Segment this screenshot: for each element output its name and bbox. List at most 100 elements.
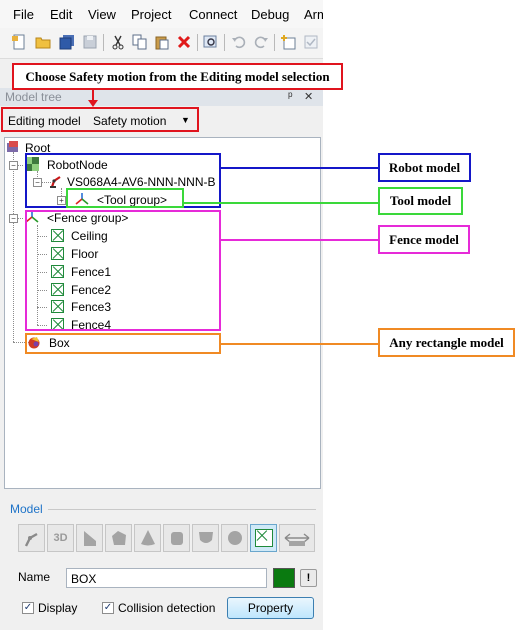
checker-node-icon [25, 157, 39, 171]
expander-fence-group[interactable]: − [9, 214, 18, 223]
robot-model-button[interactable] [18, 524, 45, 552]
editing-model-value: Safety motion [93, 114, 167, 128]
instruction-arrow [88, 90, 98, 107]
paste-icon[interactable] [152, 32, 172, 52]
copy-icon[interactable] [130, 32, 150, 52]
menu-arm[interactable]: Arm [304, 7, 323, 22]
new-file-icon[interactable] [9, 32, 29, 52]
robot-model-callout: Robot model [378, 153, 471, 182]
name-value: BOX [71, 572, 97, 586]
menu-project[interactable]: Project [131, 7, 172, 22]
fence-icon [51, 229, 64, 242]
tree-node-fence[interactable]: Ceiling [49, 228, 169, 244]
pin-icon[interactable]: ᵖ [288, 89, 293, 103]
collision-detection-checkbox[interactable]: ✓ [102, 602, 114, 614]
model-section-header: Model [10, 502, 43, 516]
property-button[interactable]: Property [227, 597, 314, 619]
check-item-icon[interactable] [301, 32, 321, 52]
tree-label-fence: Fence1 [71, 265, 112, 279]
rect-model-connector [221, 343, 378, 345]
close-icon[interactable]: ✕ [304, 91, 314, 103]
find-icon[interactable] [201, 32, 221, 52]
tree-node-fence[interactable]: Floor [49, 246, 169, 262]
tree-label-fence: Ceiling [71, 229, 108, 243]
model-tree-view: Root − RobotNode − VS068A4-AV6-NNN-NNN-B… [4, 137, 321, 489]
axes-icon [75, 193, 89, 205]
instruction-callout: Choose Safety motion from the Editing mo… [12, 63, 343, 90]
redo-icon[interactable] [251, 32, 271, 52]
fence-shape-button[interactable] [250, 524, 277, 552]
tree-node-fence[interactable]: Fence1 [49, 264, 169, 280]
add-item-icon[interactable] [279, 32, 299, 52]
tree-node-robot-node[interactable]: RobotNode [23, 157, 303, 173]
expander-robot[interactable]: − [33, 178, 42, 187]
menu-bar: File Edit View Project Connect Debug Arm [0, 0, 323, 28]
menu-connect[interactable]: Connect [189, 7, 238, 22]
info-button[interactable]: ! [300, 569, 317, 587]
rect-model-callout: Any rectangle model [378, 328, 515, 357]
editing-model-dropdown[interactable]: Safety motion ▼ [92, 112, 196, 130]
wedge-shape-button[interactable] [76, 524, 103, 552]
tree-label-root: Root [25, 141, 51, 155]
extend-shape-button[interactable] [279, 524, 315, 552]
display-label: Display [38, 601, 78, 615]
menu-view[interactable]: View [88, 7, 116, 22]
axes-icon [25, 211, 39, 223]
tree-node-root[interactable]: Root [5, 140, 305, 156]
fence-icon [51, 265, 64, 278]
tree-label-fence: Floor [71, 247, 99, 261]
tree-label-robot: VS068A4-AV6-NNN-NNN-B [67, 175, 216, 189]
model-section-divider [48, 509, 316, 510]
toolbar [0, 28, 323, 59]
tree-node-box[interactable]: Box [25, 335, 185, 351]
shield-shape-button[interactable] [192, 524, 219, 552]
fence-model-callout: Fence model [378, 225, 470, 254]
tree-node-fence[interactable]: Fence3 [49, 299, 169, 315]
delete-icon[interactable] [174, 32, 194, 52]
tool-model-connector [184, 202, 378, 204]
save-icon[interactable] [80, 32, 100, 52]
fence-model-highlight [25, 210, 221, 331]
tree-node-fence-group[interactable]: <Fence group> [25, 210, 225, 226]
sphere-shape-button[interactable] [221, 524, 248, 552]
robot-arm-icon [50, 176, 61, 188]
menu-debug[interactable]: Debug [251, 7, 290, 22]
tree-label-robot-node: RobotNode [47, 158, 108, 172]
tree-node-tool-group[interactable]: <Tool group> [71, 192, 191, 208]
name-field[interactable]: BOX [66, 568, 267, 588]
menu-edit[interactable]: Edit [50, 7, 73, 22]
save-all-icon[interactable] [57, 32, 77, 52]
collision-detection-label: Collision detection [118, 601, 216, 615]
tree-label-fence: Fence4 [71, 318, 112, 332]
block-shape-button[interactable] [105, 524, 132, 552]
fence-icon [51, 247, 64, 260]
open-folder-icon[interactable] [33, 32, 53, 52]
cone-shape-button[interactable] [134, 524, 161, 552]
tool-model-highlight [66, 188, 184, 208]
3d-model-button[interactable]: 3D [47, 524, 74, 552]
robot-model-connector [221, 167, 378, 169]
panel-title: Model tree [5, 90, 62, 104]
fence-icon [254, 529, 273, 547]
tree-label-fence: Fence2 [71, 283, 112, 297]
display-checkbox[interactable]: ✓ [22, 602, 34, 614]
cylinder-shape-button[interactable] [163, 524, 190, 552]
tree-node-fence[interactable]: Fence4 [49, 317, 169, 333]
cut-icon[interactable] [108, 32, 128, 52]
fence-icon [51, 300, 64, 313]
tree-label-tool-group: <Tool group> [97, 193, 168, 207]
menu-file[interactable]: File [13, 7, 34, 22]
fence-icon [51, 283, 64, 296]
expander-robot-node[interactable]: − [9, 161, 18, 170]
tree-node-robot[interactable]: VS068A4-AV6-NNN-NNN-B [49, 174, 309, 190]
application-window: File Edit View Project Connect Debug Arm [0, 0, 323, 630]
box-model-icon [28, 337, 40, 349]
color-swatch-button[interactable] [273, 568, 295, 588]
undo-icon[interactable] [229, 32, 249, 52]
fence-model-connector [221, 239, 378, 241]
root-icon [7, 141, 18, 152]
tree-node-fence[interactable]: Fence2 [49, 282, 169, 298]
rect-model-highlight [25, 333, 221, 354]
expander-tool-group[interactable]: + [57, 196, 66, 205]
editing-model-label: Editing model [8, 114, 81, 128]
